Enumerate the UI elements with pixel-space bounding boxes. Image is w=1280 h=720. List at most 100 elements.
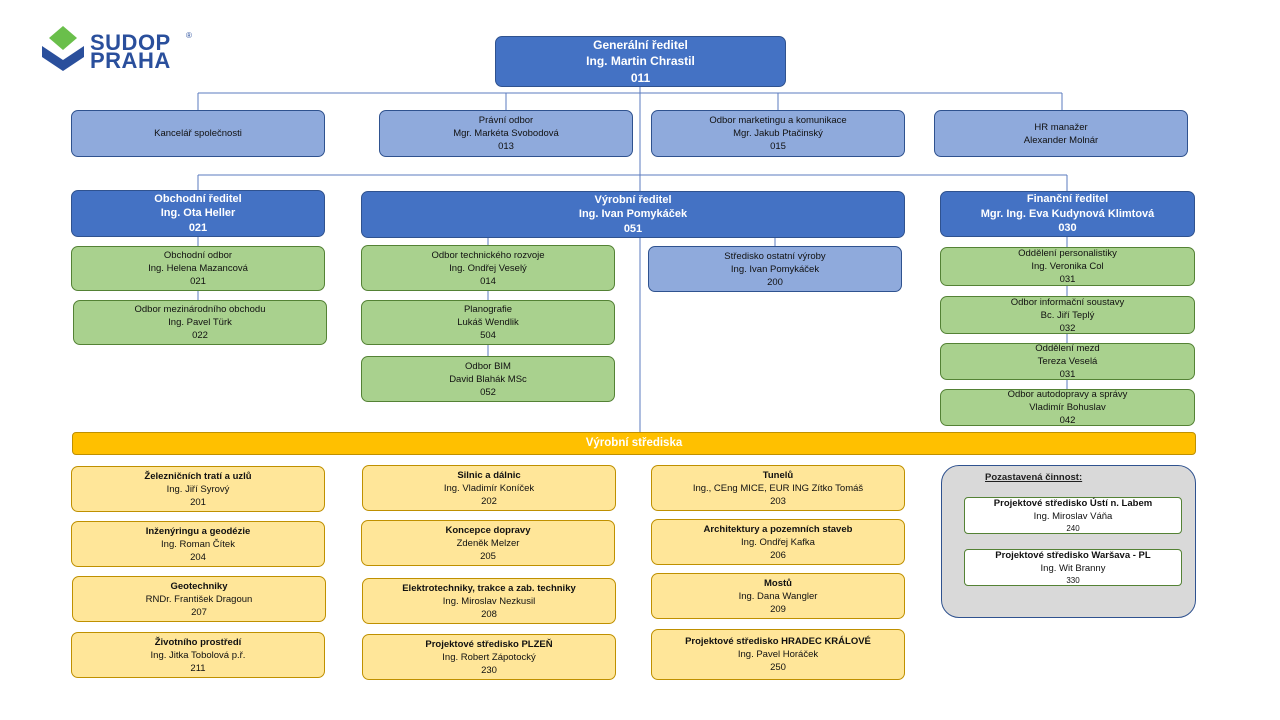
dept-title: Oddělení personalistiky: [1018, 248, 1117, 259]
dept-commercial-sales[interactable]: Obchodní odbor Ing. Helena Mazancová 021: [71, 246, 325, 291]
center-code: 205: [480, 550, 496, 562]
center-environment[interactable]: Životního prostředí Ing. Jitka Tobolová …: [71, 632, 325, 678]
company-logo: SUDOP ® PRAHA: [42, 26, 202, 77]
center-tunnels[interactable]: Tunelů Ing., CEng MICE, EUR ING Zítko To…: [651, 465, 905, 511]
staff-unit-legal[interactable]: Právní odbor Mgr. Markéta Svobodová 013: [379, 110, 633, 157]
director-title: Finanční ředitel: [1026, 193, 1109, 206]
dept-name: Vladimír Bohuslav: [1029, 402, 1106, 413]
director-commercial[interactable]: Obchodní ředitel Ing. Ota Heller 021: [71, 190, 325, 237]
center-engineering[interactable]: Inženýringu a geodézie Ing. Roman Čítek …: [71, 521, 325, 567]
dept-production-bim[interactable]: Odbor BIM David Blahák MSc 052: [361, 356, 615, 402]
director-code: 051: [623, 222, 643, 235]
center-title: Mostů: [764, 577, 792, 589]
center-electrical[interactable]: Elektrotechniky, trakce a zab. techniky …: [362, 578, 616, 624]
director-code: 030: [1058, 222, 1077, 235]
staff-unit-name: Mgr. Markéta Svobodová: [453, 128, 559, 139]
dept-production-tech[interactable]: Odbor technického rozvoje Ing. Ondřej Ve…: [361, 245, 615, 291]
dept-production-planografie[interactable]: Planografie Lukáš Wendlik 504: [361, 300, 615, 345]
center-title: Silnic a dálnic: [457, 469, 521, 481]
director-code: 021: [188, 221, 208, 234]
center-title: Elektrotechniky, trakce a zab. techniky: [402, 582, 576, 594]
center-name: Zdeněk Melzer: [456, 537, 520, 549]
center-code: 207: [191, 606, 207, 618]
dept-name: David Blahák MSc: [449, 373, 527, 385]
dept-name: Ing. Ivan Pomykáček: [730, 263, 820, 275]
center-name: Ing. Jiří Syrový: [166, 483, 230, 495]
staff-unit-hr[interactable]: HR manažer Alexander Molnár: [934, 110, 1188, 157]
dept-finance-transport[interactable]: Odbor autodopravy a správy Vladimír Bohu…: [940, 389, 1195, 426]
director-finance[interactable]: Finanční ředitel Mgr. Ing. Eva Kudynová …: [940, 191, 1195, 237]
staff-unit-title: Právní odbor: [478, 115, 534, 126]
dept-name: Bc. Jiří Teplý: [1040, 309, 1095, 321]
center-bridges[interactable]: Mostů Ing. Dana Wangler 209: [651, 573, 905, 619]
center-code: 203: [770, 495, 786, 507]
dept-code: 200: [767, 276, 783, 288]
dept-title: Odbor technického rozvoje: [431, 249, 545, 261]
ceo-box[interactable]: Generální ředitel Ing. Martin Chrastil 0…: [495, 36, 786, 87]
center-name: Ing. Roman Čítek: [161, 538, 235, 550]
dept-title: Odbor BIM: [465, 360, 511, 372]
dept-title: Planografie: [463, 304, 513, 315]
suspended-center-usti[interactable]: Projektové středisko Ústí n. Labem Ing. …: [964, 497, 1182, 534]
staff-unit-title: Odbor marketingu a komunikace: [709, 115, 847, 126]
center-code: 206: [770, 549, 786, 561]
center-title: Tunelů: [762, 469, 794, 481]
staff-unit-name: Mgr. Jakub Ptačinský: [733, 128, 823, 139]
director-production[interactable]: Výrobní ředitel Ing. Ivan Pomykáček 051: [361, 191, 905, 238]
logo-text-line1: SUDOP: [90, 30, 171, 55]
dept-code: 021: [190, 276, 206, 287]
center-name: Ing. Vladimír Koníček: [443, 482, 535, 494]
suspended-center-warsaw[interactable]: Projektové středisko Waršava - PL Ing. W…: [964, 549, 1182, 586]
center-name: Ing. Dana Wangler: [738, 590, 818, 602]
dept-name: Ing. Veronika Col: [1031, 261, 1104, 272]
suspended-activity-title: Pozastavená činnost:: [985, 472, 1083, 483]
dept-commercial-international[interactable]: Odbor mezinárodního obchodu Ing. Pavel T…: [73, 300, 327, 345]
director-name: Ing. Ivan Pomykáček: [578, 208, 688, 221]
center-geotechnics[interactable]: Geotechniky RNDr. František Dragoun 207: [72, 576, 326, 622]
center-architecture[interactable]: Architektury a pozemních staveb Ing. Ond…: [651, 519, 905, 565]
director-name: Ing. Ota Heller: [160, 207, 236, 220]
sudop-logo-icon: [42, 26, 84, 71]
center-code: 204: [190, 551, 206, 563]
center-title: Koncepce dopravy: [445, 524, 531, 536]
center-title: Projektové středisko PLZEŇ: [425, 638, 553, 650]
center-plzen[interactable]: Projektové středisko PLZEŇ Ing. Robert Z…: [362, 634, 616, 680]
dept-code: 031: [1059, 369, 1076, 380]
center-railway[interactable]: Železničních tratí a uzlů Ing. Jiří Syro…: [71, 466, 325, 512]
center-name: Ing., CEng MICE, EUR ING Zítko Tomáš: [692, 482, 864, 494]
dept-name: Tereza Veselá: [1037, 356, 1098, 367]
center-title: Geotechniky: [170, 580, 228, 592]
dept-name: Ing. Pavel Türk: [168, 317, 232, 328]
ceo-title: Generální ředitel: [593, 37, 688, 52]
center-name: Ing. Ondřej Kafka: [741, 536, 815, 548]
suspended-center-title: Projektové středisko Ústí n. Labem: [993, 498, 1153, 509]
dept-other-production[interactable]: Středisko ostatní výroby Ing. Ivan Pomyk…: [648, 246, 902, 292]
dept-name: Lukáš Wendlik: [457, 317, 519, 328]
center-name: RNDr. František Dragoun: [145, 593, 253, 605]
director-name: Mgr. Ing. Eva Kudynová Klimtová: [980, 207, 1155, 220]
center-roads[interactable]: Silnic a dálnic Ing. Vladimír Koníček 20…: [362, 465, 616, 511]
center-transport-concept[interactable]: Koncepce dopravy Zdeněk Melzer 205: [361, 520, 615, 566]
dept-finance-it[interactable]: Odbor informační soustavy Bc. Jiří Teplý…: [940, 296, 1195, 334]
dept-title: Středisko ostatní výroby: [724, 250, 826, 262]
dept-finance-hr[interactable]: Oddělení personalistiky Ing. Veronika Co…: [940, 247, 1195, 286]
dept-name: Ing. Ondřej Veselý: [449, 262, 527, 274]
staff-unit-title: Kancelář společnosti: [154, 128, 242, 139]
center-title: Životního prostředí: [154, 636, 242, 648]
suspended-activity-panel: [941, 465, 1196, 618]
staff-unit-marketing[interactable]: Odbor marketingu a komunikace Mgr. Jakub…: [651, 110, 905, 157]
center-hradec-kralove[interactable]: Projektové středisko HRADEC KRÁLOVÉ Ing.…: [651, 629, 905, 680]
center-code: 209: [770, 603, 786, 615]
center-name: Ing. Pavel Horáček: [737, 649, 819, 660]
center-code: 201: [190, 496, 206, 508]
suspended-center-title: Projektové středisko Waršava - PL: [995, 550, 1151, 561]
ceo-code: 011: [630, 70, 651, 85]
suspended-center-code: 330: [1066, 576, 1080, 585]
staff-unit-office[interactable]: Kancelář společnosti: [71, 110, 325, 157]
center-title: Architektury a pozemních staveb: [703, 523, 853, 535]
suspended-center-code: 240: [1066, 524, 1080, 533]
dept-finance-payroll[interactable]: Oddělení mezd Tereza Veselá 031: [940, 343, 1195, 380]
suspended-center-name: Ing. Wit Branny: [1040, 563, 1106, 574]
logo-registered-mark: ®: [186, 31, 192, 40]
staff-unit-code: 013: [498, 141, 514, 152]
